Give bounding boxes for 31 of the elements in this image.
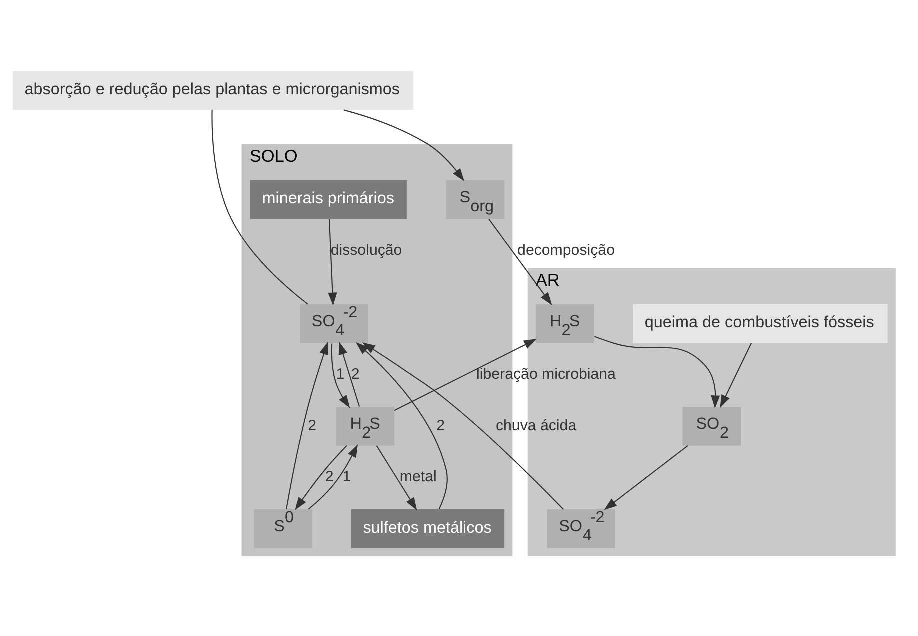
edge-label: chuva ácida <box>496 416 577 434</box>
node-box: minerais primários <box>250 180 407 219</box>
edge-label: 2 <box>308 416 317 434</box>
arrow <box>286 341 328 509</box>
node-box: absorção e redução pelas plantas e microrganismos <box>12 70 414 110</box>
connector <box>212 110 308 304</box>
arrow <box>295 445 348 510</box>
arrow <box>308 444 358 510</box>
edge-label: 2 <box>325 468 334 486</box>
edge-label: liberação microbiana <box>476 366 616 383</box>
arrow <box>604 445 688 510</box>
arrow <box>331 343 350 408</box>
edge-label: decomposição <box>518 242 615 259</box>
edge-label: dissolução <box>330 242 402 259</box>
edge-label: 1 <box>336 366 345 383</box>
edge-label: metal <box>400 468 437 486</box>
node-box: queima de combustíveis fósseis <box>633 304 888 343</box>
arrow <box>344 109 465 181</box>
arrow <box>356 342 448 509</box>
arrow <box>376 445 418 510</box>
arrow <box>720 342 752 408</box>
arrow <box>488 218 552 305</box>
edge-label: 1 <box>342 468 352 486</box>
arrow <box>328 218 338 306</box>
arrow <box>594 336 720 408</box>
edge-label: 2 <box>351 366 360 383</box>
arrow <box>394 338 538 411</box>
arrow <box>362 342 564 510</box>
edge-label: 2 <box>436 416 446 434</box>
arrow <box>338 341 360 406</box>
node-box: sulfetos metálicos <box>351 509 505 548</box>
